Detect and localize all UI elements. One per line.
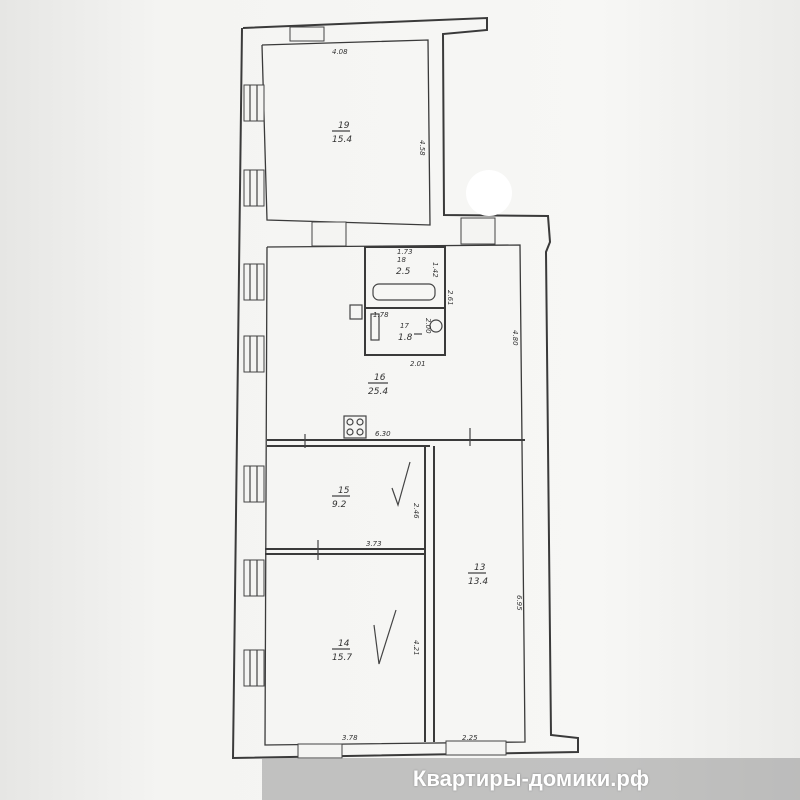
room-number: 13: [474, 563, 486, 573]
dim-label: 4.08: [332, 48, 348, 56]
watermark: Квартиры-домики.рф: [262, 758, 800, 800]
dim-label: 4.21: [412, 640, 420, 656]
dim-label: 2.00: [424, 318, 432, 334]
dim-label: 3.78: [342, 734, 358, 742]
room-area: 15.7: [332, 653, 352, 663]
watermark-text: Квартиры-домики.рф: [412, 766, 650, 791]
dim-label: 1.73: [397, 248, 413, 256]
room-number: 16: [374, 373, 386, 383]
dim-label: 6.30: [375, 430, 391, 438]
room-number: 14: [338, 639, 350, 649]
stove: [343, 415, 367, 439]
bathtub: [372, 283, 436, 301]
room-area: 13.4: [468, 577, 488, 587]
sink: [429, 319, 443, 333]
room-number: 18: [397, 256, 406, 264]
bathroom-block: [364, 246, 446, 356]
room-area: 1.8: [398, 333, 413, 343]
dim-label: 2.61: [446, 290, 454, 306]
door-marks: [304, 333, 471, 560]
toilet: [370, 313, 380, 341]
room-number: 17: [400, 322, 409, 330]
room-area: 25.4: [368, 387, 388, 397]
dim-label: 1.42: [431, 262, 439, 278]
dim-label: 6.95: [515, 595, 523, 611]
inner-wall: [261, 39, 431, 226]
windows-top-bottom: [289, 26, 507, 759]
room-area: 9.2: [332, 500, 347, 510]
room-number: 15: [338, 486, 350, 496]
dim-label: 4.58: [418, 140, 426, 156]
vent: [349, 304, 363, 320]
room-area: 15.4: [332, 135, 352, 145]
room-number: 19: [338, 121, 350, 131]
outer-wall: [231, 16, 579, 760]
dim-label: 2.01: [410, 360, 426, 368]
dim-label: 2.46: [412, 503, 420, 519]
redaction-circle: [466, 170, 512, 216]
dim-label: 3.73: [366, 540, 382, 548]
inner-wall-main: [264, 244, 526, 746]
dim-label: 1.78: [373, 311, 389, 319]
check-mark-14: [373, 609, 397, 665]
dim-label: 4.80: [511, 330, 519, 346]
dim-label: 2.25: [462, 734, 478, 742]
check-mark-15: [391, 461, 411, 507]
room-area: 2.5: [396, 267, 411, 277]
windows-left: [243, 84, 265, 687]
